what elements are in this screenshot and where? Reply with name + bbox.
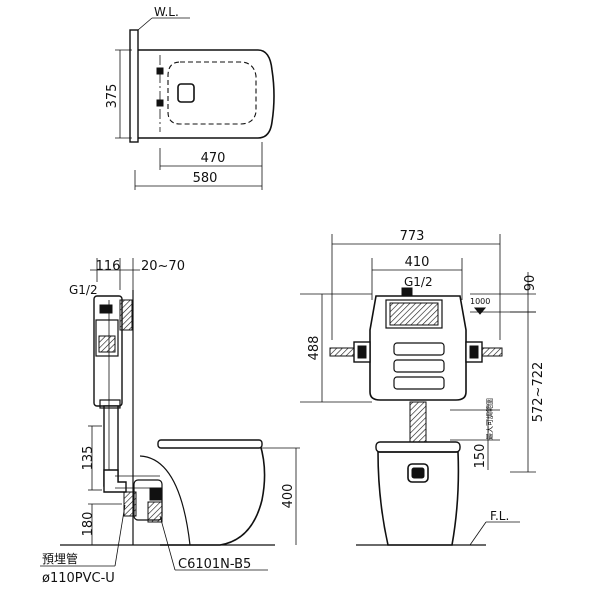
- plan-toilet-outline: [138, 49, 275, 139]
- side-view: 116 20~70 G1/2 135: [40, 258, 300, 586]
- dim-180: 180: [81, 512, 96, 537]
- pipe-note-cn: 預埋管: [42, 551, 78, 566]
- side-inlet-label: G1/2: [69, 283, 98, 297]
- plan-bowl-hole: [177, 83, 195, 103]
- floor-level-label: F.L.: [490, 509, 509, 523]
- dim-572-722: 572~722: [531, 362, 546, 423]
- front-inlet-label: G1/2: [404, 275, 433, 289]
- model-label: C6101N-B5: [178, 557, 251, 572]
- front-toilet-body: [377, 451, 460, 546]
- wall-level-label: W.L.: [154, 5, 179, 19]
- dim-20-70: 20~70: [141, 259, 185, 274]
- pipe-spec: ø110PVC-U: [42, 571, 115, 586]
- dim-116: 116: [96, 259, 121, 274]
- dim-135: 135: [81, 446, 96, 471]
- dim-90: 90: [523, 275, 538, 292]
- dim-400: 400: [281, 484, 296, 509]
- dim-773: 773: [400, 229, 425, 244]
- dim-410: 410: [405, 255, 430, 270]
- dim-150: 150: [473, 444, 488, 469]
- plan-seat-dashed: [167, 61, 257, 125]
- dim-470: 470: [201, 151, 226, 166]
- side-toilet-body: [160, 443, 266, 546]
- level-1000: 1000: [470, 297, 490, 306]
- front-view: 773 410 G1/2 90 1000 488: [300, 229, 546, 546]
- dim-375: 375: [105, 84, 120, 109]
- dim-488: 488: [307, 336, 322, 361]
- plan-view: W.L. 375 470 580: [105, 5, 275, 190]
- dim-580: 580: [193, 171, 218, 186]
- adjust-note: 最大可調範圍: [485, 398, 494, 440]
- plan-wall: [129, 29, 139, 143]
